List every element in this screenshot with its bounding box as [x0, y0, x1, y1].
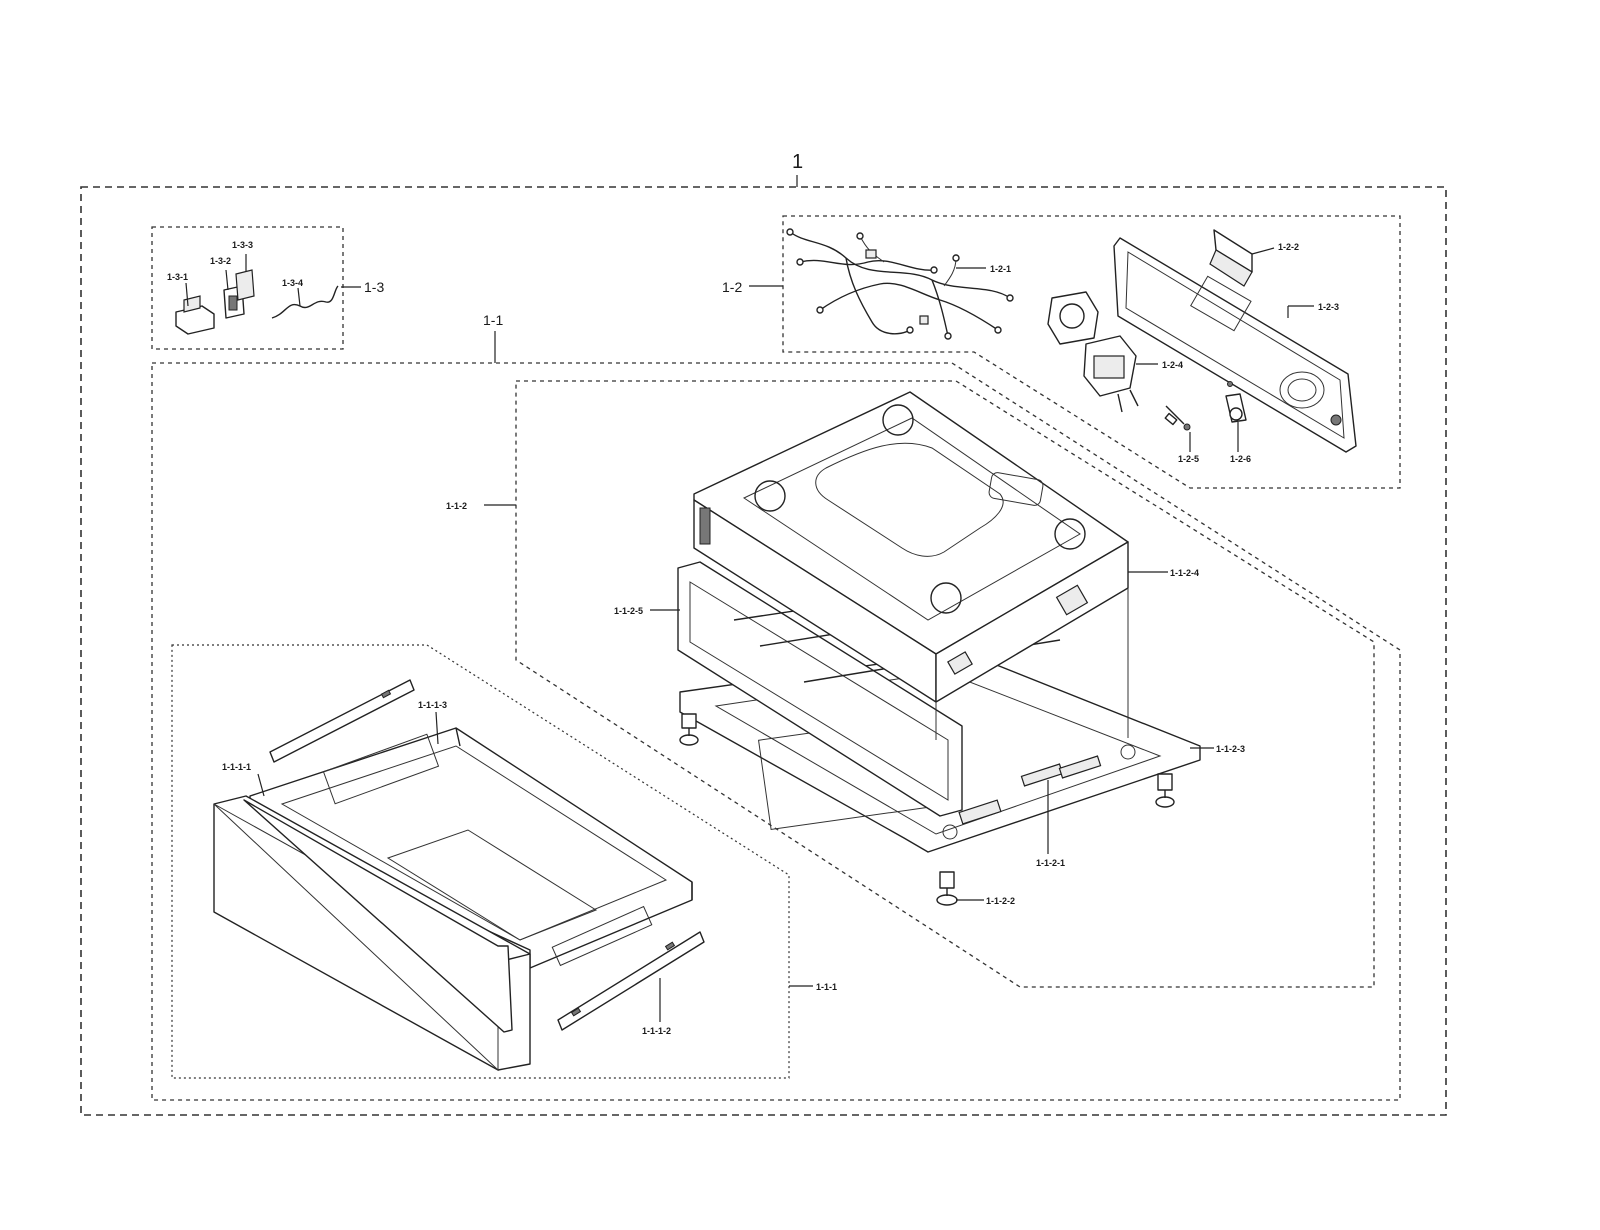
label-1-3-4: 1-3-4 — [282, 278, 303, 288]
part-1-3-1-housing — [175, 295, 215, 335]
label-1-3-3: 1-3-3 — [232, 240, 253, 250]
label-1-2-4: 1-2-4 — [1162, 360, 1183, 370]
label-1-1-2-2: 1-1-2-2 — [986, 896, 1015, 906]
leveling-foot — [1155, 773, 1175, 808]
label-1-1-2-1: 1-1-2-1 — [1036, 858, 1065, 868]
label-1-2-5: 1-2-5 — [1178, 454, 1199, 464]
part-1-2-6-valve — [1225, 381, 1247, 423]
part-1-3-3-board — [235, 269, 255, 301]
part-1-1-2-2-leveling-feet — [679, 713, 1175, 906]
assembly-1-1-2-boundary — [515, 380, 1375, 988]
part-1-2-3-back-panel — [1113, 237, 1357, 453]
label-1-2-6: 1-2-6 — [1230, 454, 1251, 464]
label-1-1-1: 1-1-1 — [816, 982, 837, 992]
label-1-2: 1-2 — [722, 279, 742, 295]
label-1-1-1-1: 1-1-1-1 — [222, 762, 251, 772]
label-1-3-2: 1-3-2 — [210, 256, 231, 266]
label-1-2-2: 1-2-2 — [1278, 242, 1299, 252]
assembly-1-1-1-boundary — [171, 644, 790, 1079]
part-1-1-1-3-slide-rail — [269, 679, 415, 763]
label-1-1-2: 1-1-2 — [446, 501, 467, 511]
parts-1-3 — [175, 269, 339, 335]
assembly-1-2-boundary — [782, 215, 1401, 489]
part-1-3-4-wire — [271, 285, 339, 319]
label-1-3-1: 1-3-1 — [167, 272, 188, 282]
part-1-1-1-1-drawer-front — [213, 795, 531, 1071]
callout-labels: 1 1-1 1-2 1-3 1-3-1 1-3-2 1-3-3 1-3-4 1-… — [167, 151, 1339, 1036]
leveling-foot — [679, 713, 699, 746]
part-1-2-1-wire-harness — [786, 228, 1014, 340]
label-1-1-2-4: 1-1-2-4 — [1170, 568, 1199, 578]
part-1-1-2-pedestal-cabinet — [677, 391, 1201, 853]
assembly-1-boundary — [80, 186, 1447, 1116]
label-1-2-1: 1-2-1 — [990, 264, 1011, 274]
part-1-1-1-drawer — [213, 679, 705, 1072]
assembly-1-1-boundary — [151, 362, 1401, 1101]
part-1-2-5-hose — [1164, 405, 1191, 431]
label-1-1: 1-1 — [483, 312, 503, 328]
label-1-3: 1-3 — [364, 279, 384, 295]
label-1-2-3: 1-2-3 — [1318, 302, 1339, 312]
label-1-1-2-5: 1-1-2-5 — [614, 606, 643, 616]
part-1-2-2-bracket — [1209, 229, 1253, 287]
part-1-2-4-valve-assembly — [1047, 291, 1139, 413]
group-boundaries — [80, 186, 1447, 1116]
label-1-1-1-3: 1-1-1-3 — [418, 700, 447, 710]
part-1-1-2-5-front-frame — [677, 561, 963, 817]
label-1-1-1-2: 1-1-1-2 — [642, 1026, 671, 1036]
leader-lines — [185, 175, 1314, 1022]
label-1: 1 — [792, 151, 803, 173]
label-1-1-2-3: 1-1-2-3 — [1216, 744, 1245, 754]
assembly-1-3-boundary — [151, 226, 344, 350]
leveling-foot — [936, 871, 958, 906]
part-1-1-1-2-slide-rail — [557, 931, 705, 1031]
